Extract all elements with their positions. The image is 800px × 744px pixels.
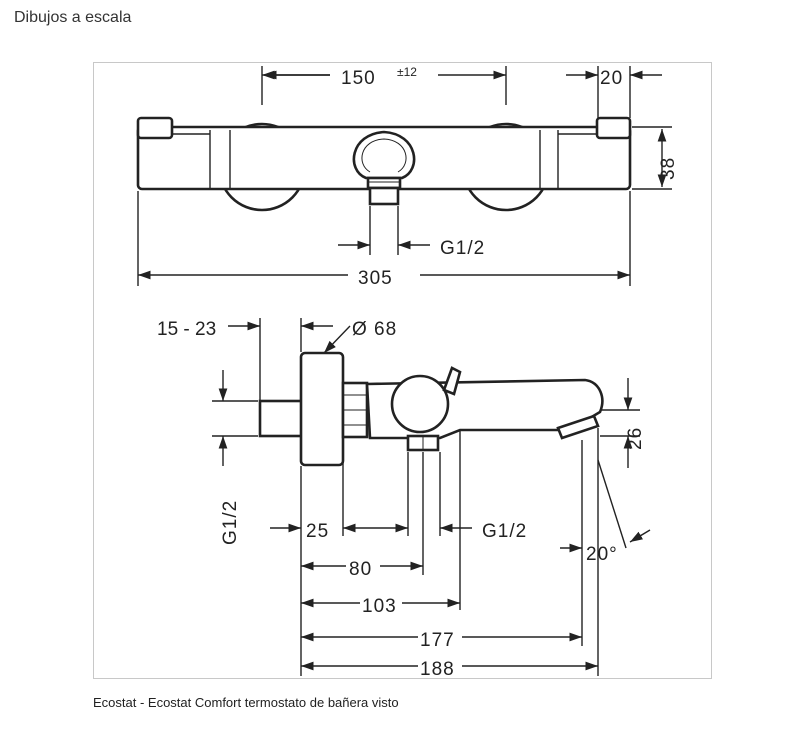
diverter-knob <box>390 374 450 434</box>
dim-150: 150 <box>341 68 376 89</box>
dim-38: 38 <box>658 157 679 180</box>
left-handle-cap <box>136 116 174 140</box>
dim-diameter-68: Ø 68 <box>352 319 397 340</box>
side-view: 15 - 23 Ø 68 G1/2 26 25 G1/2 <box>157 318 651 680</box>
dim-103: 103 <box>362 596 397 617</box>
drawing-frame <box>93 62 712 679</box>
dim-188: 188 <box>420 659 455 680</box>
diverter-lever <box>442 366 462 396</box>
dim-g12-bottom: G1/2 <box>482 521 527 542</box>
dim-177: 177 <box>420 630 455 651</box>
front-view: 150 ±12 20 38 G1/2 305 <box>136 65 679 289</box>
dim-g12-side: G1/2 <box>220 500 241 545</box>
right-handle-cap <box>595 116 632 140</box>
dim-g12-top: G1/2 <box>440 238 485 259</box>
outlet-nut <box>366 176 402 190</box>
dim-26: 26 <box>625 427 646 450</box>
side-rosette <box>299 351 345 467</box>
dim-25: 25 <box>306 521 329 542</box>
spout-tip <box>556 414 600 440</box>
dim-20: 20 <box>600 68 623 89</box>
dim-150-tolerance: ±12 <box>397 65 417 79</box>
dim-15-23: 15 - 23 <box>157 319 216 340</box>
wall-connector <box>258 399 304 438</box>
dim-305: 305 <box>358 268 393 289</box>
dim-angle-20: 20° <box>586 544 618 565</box>
page-heading: Dibujos a escala <box>14 9 132 26</box>
dim-80: 80 <box>349 559 372 580</box>
outlet-thread <box>368 186 400 206</box>
product-caption: Ecostat - Ecostat Comfort termostato de … <box>93 695 399 710</box>
